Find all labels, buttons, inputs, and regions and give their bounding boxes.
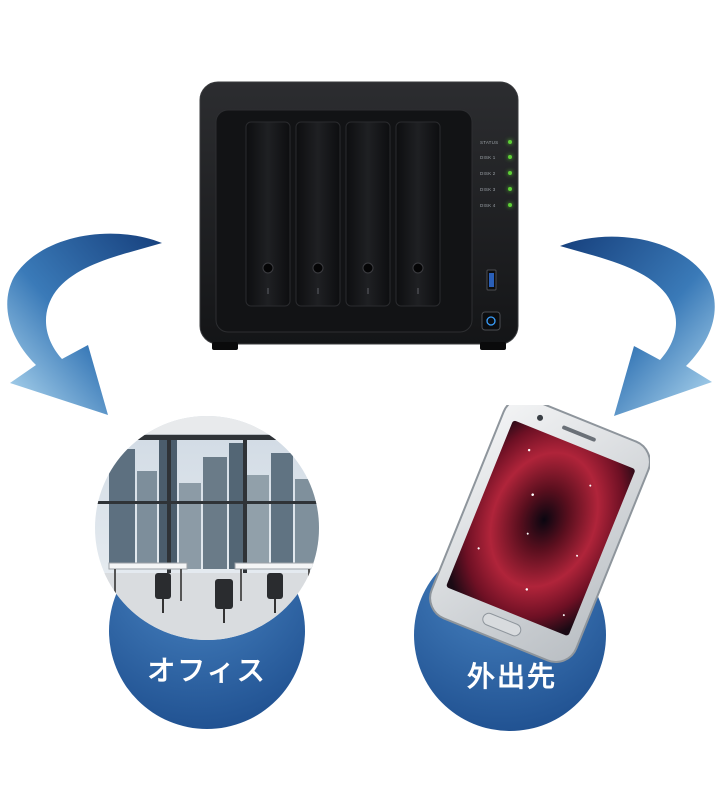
office-label: オフィス [147,654,267,687]
status-led [508,140,512,144]
right-curved-arrow [560,236,715,416]
mobile-destination: 外出先 [410,405,650,735]
led-label-disk4: DISK 4 [480,203,496,208]
mobile-label: 外出先 [466,660,557,693]
led-label-disk2: DISK 2 [480,171,496,176]
nas-body-illustration [199,81,519,350]
disk3-led [508,187,512,191]
led-label-disk3: DISK 3 [480,187,496,192]
disk4-led [508,203,512,207]
led-label-disk1: DISK 1 [480,155,496,160]
smartphone-illustration [414,405,650,731]
disk2-led [508,171,512,175]
nas-device: STATUS DISK 1 DISK 2 DISK 3 DISK 4 [198,80,520,352]
office-destination: オフィス [95,413,325,733]
office-illustration [95,416,319,729]
left-curved-arrow [7,233,162,415]
disk1-led [508,155,512,159]
led-label-status: STATUS [480,140,499,145]
